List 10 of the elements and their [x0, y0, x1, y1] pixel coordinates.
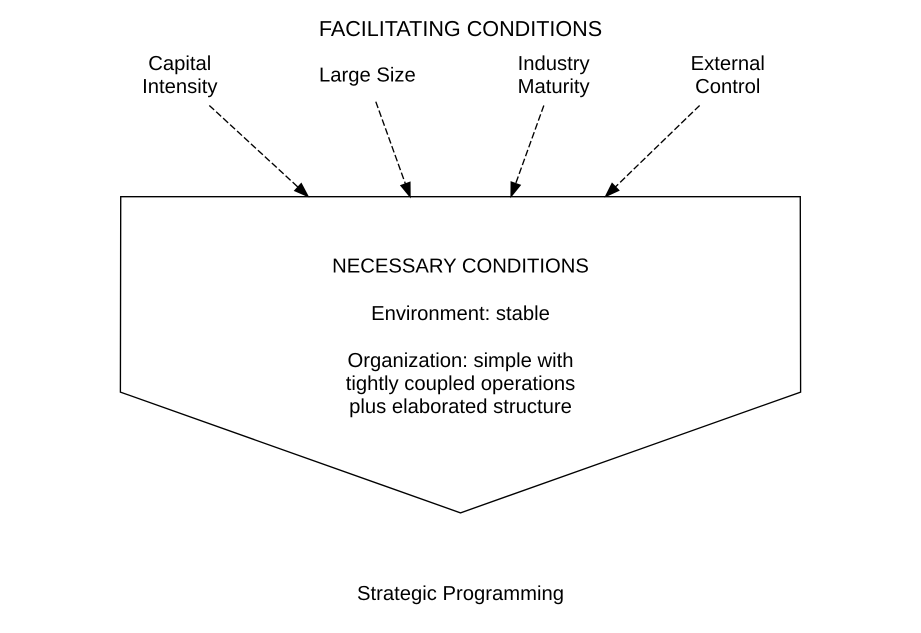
- node-text: Capital Intensity: [142, 53, 218, 98]
- arrow: [208, 104, 310, 198]
- arrow: [510, 105, 544, 198]
- node-text: Industry Maturity: [518, 53, 590, 98]
- arrow: [604, 104, 700, 198]
- diagram-title: FACILITATING CONDITIONS: [318, 16, 602, 42]
- node-text: Large Size: [319, 64, 416, 87]
- node-label: Strategic Programming: [357, 582, 564, 605]
- arrow: [375, 101, 411, 199]
- node-text: External Control: [690, 53, 765, 98]
